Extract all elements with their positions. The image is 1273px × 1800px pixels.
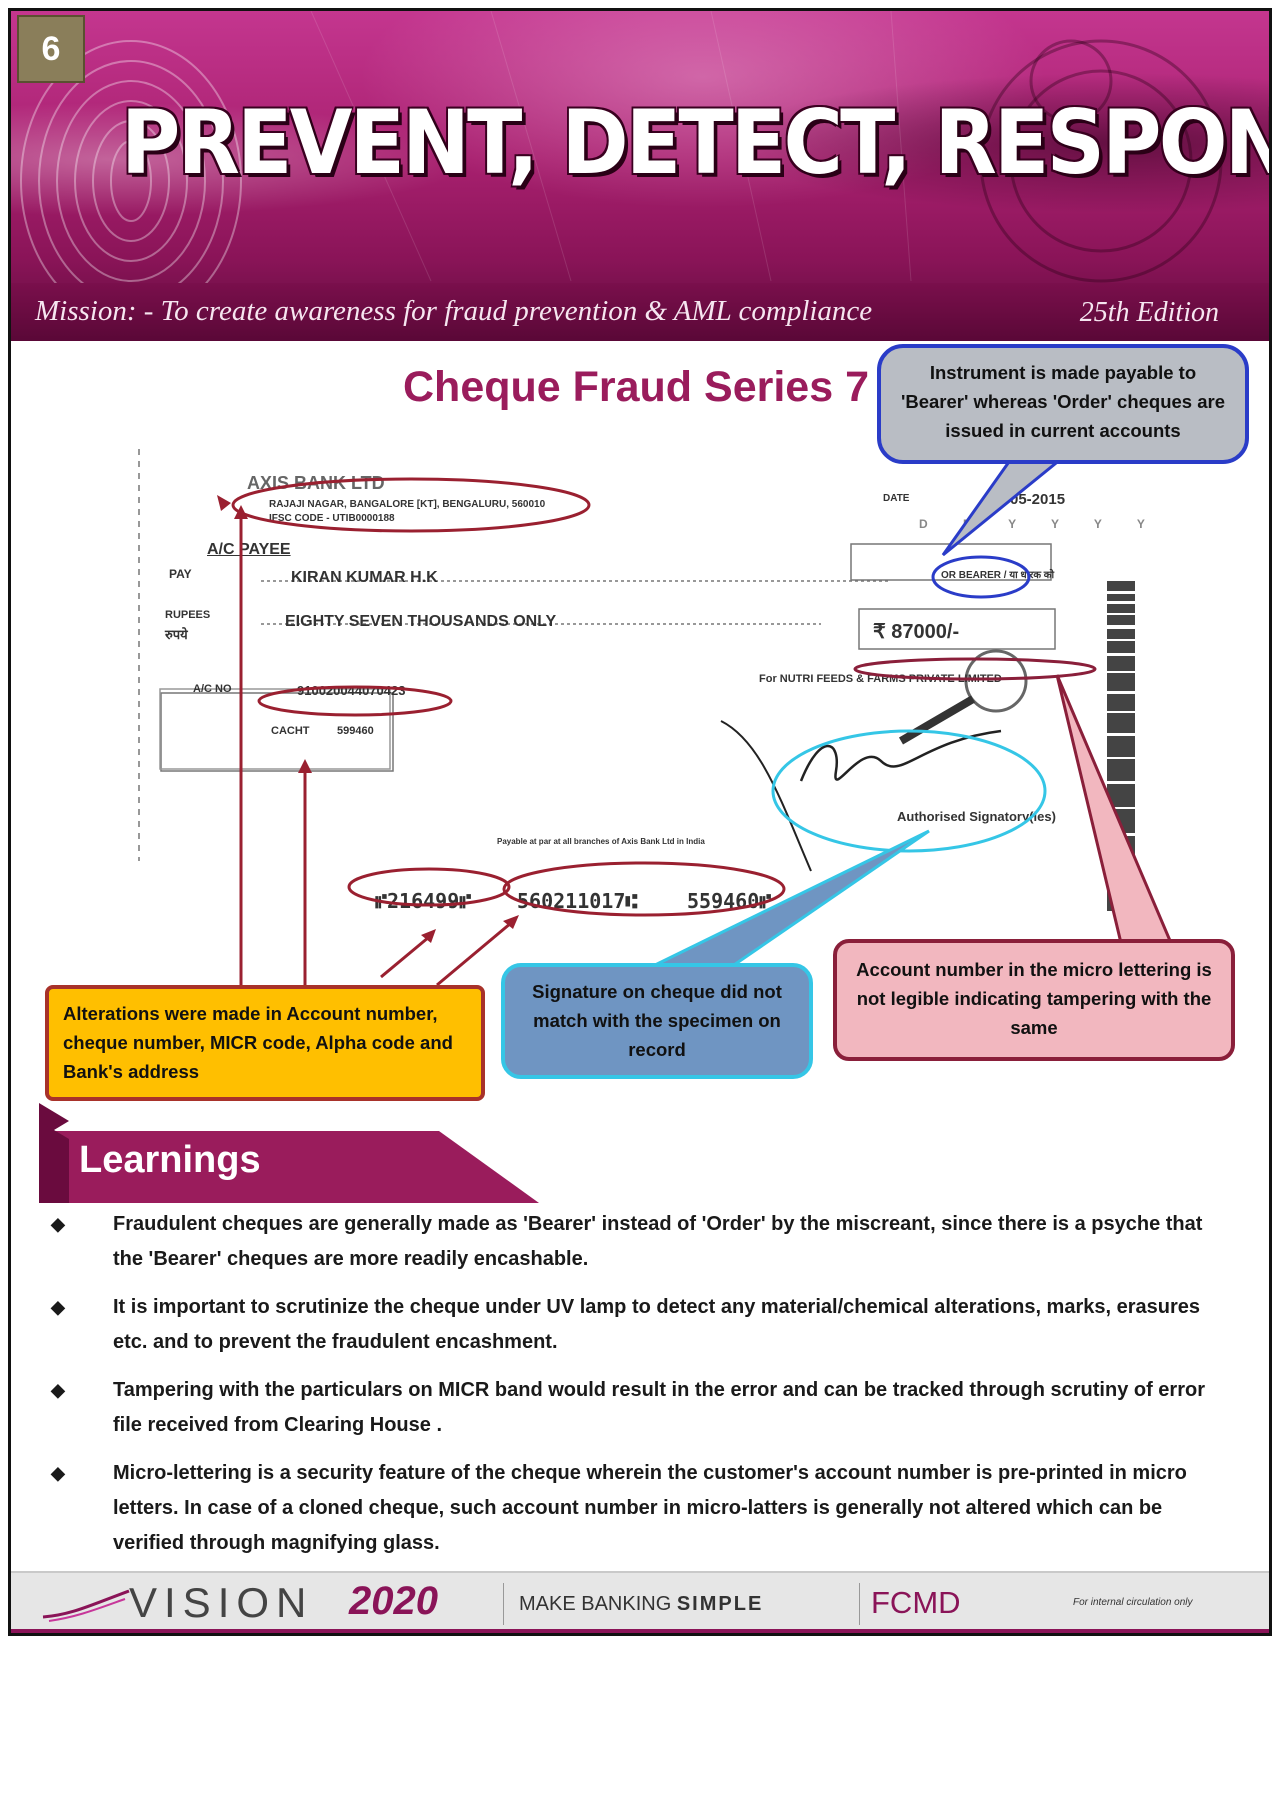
bullet-icon: ◆: [51, 1380, 65, 1400]
bullet-icon: ◆: [51, 1297, 65, 1317]
cheque-branch-address: RAJAJI NAGAR, BANGALORE [KT], BENGALURU,…: [269, 499, 546, 510]
cheque-pay-label: PAY: [169, 567, 192, 581]
cheque-rupees-hindi: रुपये: [165, 627, 188, 642]
bullet-icon: ◆: [51, 1214, 65, 1234]
cheque-date-label: DATE: [883, 493, 910, 504]
vision-wordmark: VISION: [129, 1579, 314, 1626]
swoosh-icon: [42, 1589, 130, 1622]
cheque-account-label: A/C NO: [193, 683, 232, 695]
cheque-payable-at: Payable at par at all branches of Axis B…: [497, 837, 705, 846]
footer-bar: VISION 2020 MAKE BANKING SIMPLE FCMD For…: [11, 1571, 1269, 1633]
list-item: ◆ Fraudulent cheques are generally made a…: [41, 1207, 1231, 1277]
list-item: ◆ Tampering with the particulars on MICR …: [41, 1373, 1231, 1443]
bullet-icon: ◆: [51, 1463, 65, 1483]
learnings-list: ◆ Fraudulent cheques are generally made a…: [41, 1207, 1231, 1574]
cheque-bearer-text: OR BEARER / या धारक को: [941, 570, 1055, 581]
footer-divider: [503, 1583, 504, 1625]
cheque-signatory: Authorised Signatory(ies): [897, 809, 1056, 824]
cheque-payee: KIRAN KUMAR H.K: [291, 569, 438, 586]
mission-text: Mission: - To create awareness for fraud…: [35, 295, 873, 327]
footer-divider: [859, 1583, 860, 1625]
list-item: ◆ It is important to scrutinize the chequ…: [41, 1290, 1231, 1360]
series-title: Cheque Fraud Series 7: [403, 363, 869, 411]
newsletter-page: 6 PREVENT, DETECT, RESPOND Mission: - To…: [8, 8, 1272, 1636]
cheque-amount-figure: ₹ 87000/-: [873, 621, 960, 643]
header-banner: 6 PREVENT, DETECT, RESPOND Mission: - To…: [11, 11, 1269, 341]
learnings-heading: Learnings: [79, 1139, 261, 1181]
callout-bearer: Instrument is made payable to 'Bearer' w…: [877, 344, 1249, 464]
page-number-badge: 6: [17, 15, 85, 83]
callout-signature: Signature on cheque did not match with t…: [501, 963, 813, 1079]
tagline-part-a: MAKE BANKING: [519, 1593, 672, 1615]
footer-fineprint: For internal circulation only: [1073, 1597, 1193, 1608]
cheque-for-label: For NUTRI FEEDS & FARMS PRIVATE LIMITED: [759, 673, 1002, 685]
learning-text: Micro-lettering is a security feature of…: [113, 1462, 1187, 1554]
footer-dept: FCMD: [871, 1585, 961, 1620]
cheque-micr-cheque-no: ⑈216499⑈: [375, 889, 472, 913]
cheque-amount-words: EIGHTY SEVEN THOUSANDS ONLY: [285, 613, 557, 630]
cheque-date-value: -05-2015: [1005, 491, 1066, 508]
cheque-micr-code: 560211017⑆: [517, 889, 638, 913]
callout-alterations: Alterations were made in Account number,…: [45, 985, 485, 1101]
cheque-crossing: A/C PAYEE: [207, 541, 291, 558]
learning-text: Tampering with the particulars on MICR b…: [113, 1379, 1205, 1436]
list-item: ◆ Micro-lettering is a security feature o…: [41, 1456, 1231, 1561]
tagline-part-b: SIMPLE: [676, 1593, 764, 1615]
cheque-ifsc: IFSC CODE - UTIB0000188: [269, 513, 395, 524]
callout-micro-lettering: Account number in the micro lettering is…: [833, 939, 1235, 1061]
footer-tagline: MAKE BANKING SIMPLE: [519, 1593, 763, 1616]
cheque-sub-code: 599460: [337, 725, 374, 737]
footer-accent-line: [11, 1629, 1269, 1633]
vision-year: 2020: [349, 1579, 438, 1623]
cheque-account-type: CACHT: [271, 725, 310, 737]
learning-text: It is important to scrutinize the cheque…: [113, 1296, 1201, 1353]
edition-label: 25th Edition: [1079, 297, 1219, 328]
headline: PREVENT, DETECT, RESPOND: [121, 91, 1272, 194]
cheque-rupees-label: RUPEES: [165, 609, 211, 621]
learning-text: Fraudulent cheques are generally made as…: [113, 1213, 1203, 1270]
mission-bar: Mission: - To create awareness for fraud…: [11, 283, 1269, 341]
learnings-banner: [39, 1103, 539, 1203]
